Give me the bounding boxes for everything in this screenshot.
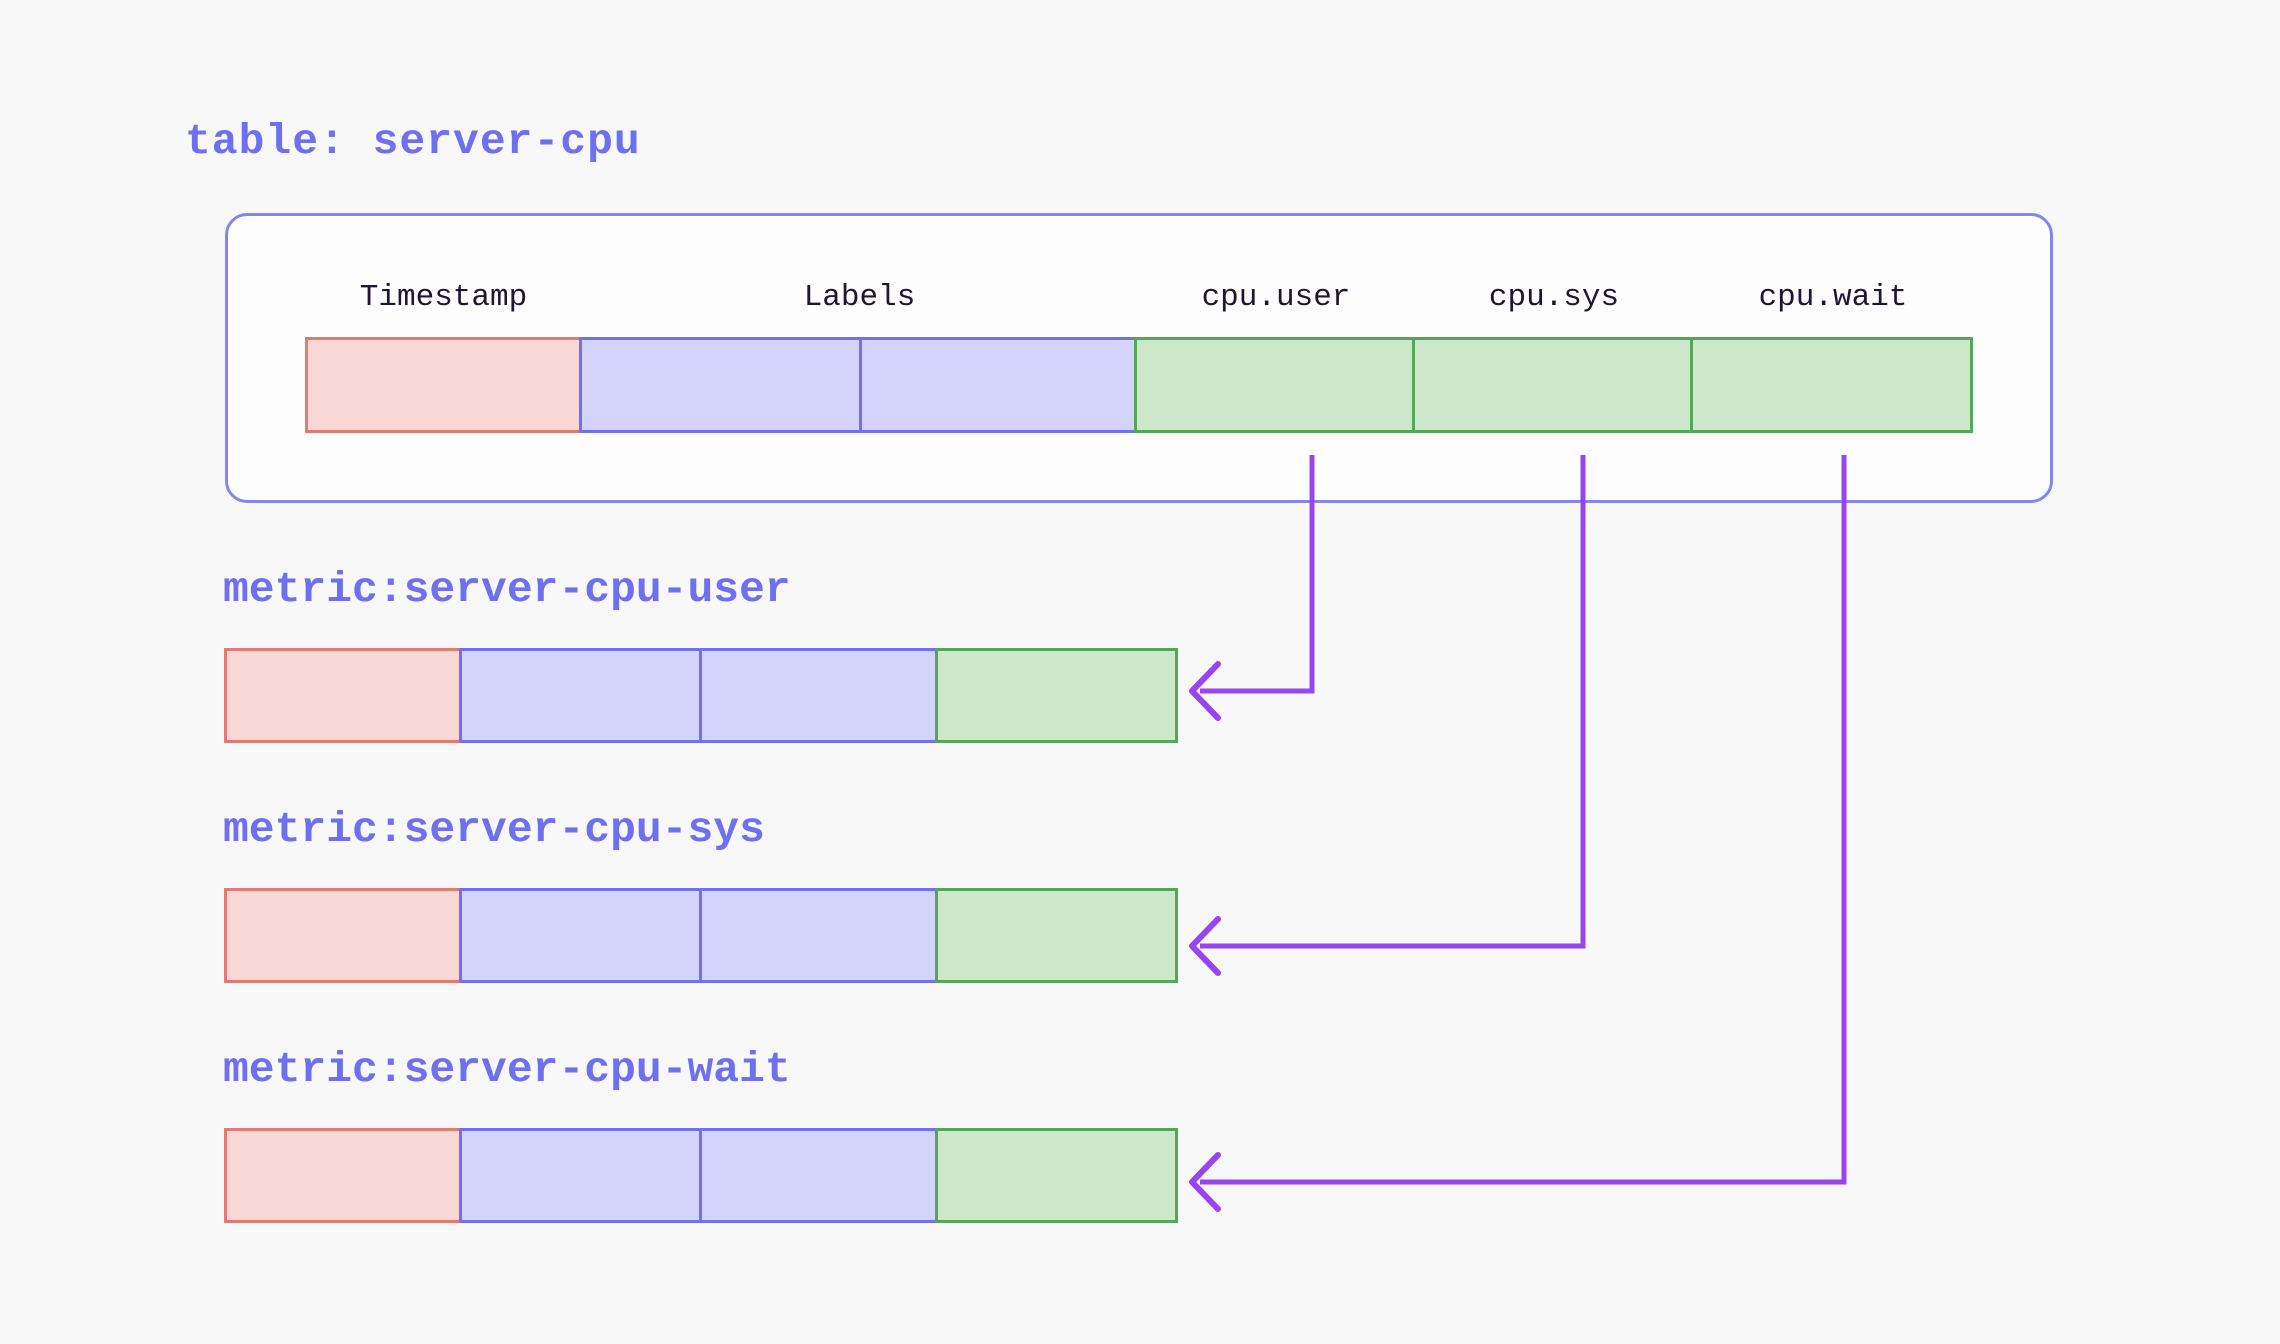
metric-row-cpu-user [224, 648, 1178, 743]
labels-cell [699, 1128, 938, 1223]
table-title: table: server-cpu [185, 117, 641, 166]
timestamp-cell [224, 1128, 462, 1223]
column-header-cpu-wait: cpu.wait [1758, 280, 1908, 315]
field-cell-cpu-sys [1412, 337, 1693, 433]
metric-row-cpu-sys [224, 888, 1178, 983]
arrow-cpu-sys [1189, 455, 1586, 976]
column-header-labels: Labels [803, 280, 916, 315]
metric-title-cpu-sys: metric:server-cpu-sys [223, 805, 765, 854]
labels-cell [459, 1128, 702, 1223]
labels-cell [459, 888, 702, 983]
field-cell-cpu-wait [1690, 337, 1973, 433]
timestamp-cell [224, 648, 462, 743]
timestamp-cell [224, 888, 462, 983]
timestamp-cell [305, 337, 582, 433]
labels-cell [699, 648, 938, 743]
labels-cell [859, 337, 1137, 433]
table-row [305, 337, 1973, 433]
metric-row-cpu-wait [224, 1128, 1178, 1223]
metric-title-cpu-wait: metric:server-cpu-wait [223, 1045, 791, 1094]
column-header-timestamp: Timestamp [359, 280, 528, 315]
column-header-cpu-sys: cpu.sys [1488, 280, 1620, 315]
field-cell [935, 648, 1178, 743]
arrow-cpu-wait [1189, 455, 1847, 1212]
column-header-cpu-user: cpu.user [1201, 280, 1351, 315]
labels-cell [579, 337, 862, 433]
field-cell [935, 888, 1178, 983]
metric-title-cpu-user: metric:server-cpu-user [223, 565, 791, 614]
labels-cell [699, 888, 938, 983]
field-cell [935, 1128, 1178, 1223]
labels-cell [459, 648, 702, 743]
field-cell-cpu-user [1134, 337, 1415, 433]
